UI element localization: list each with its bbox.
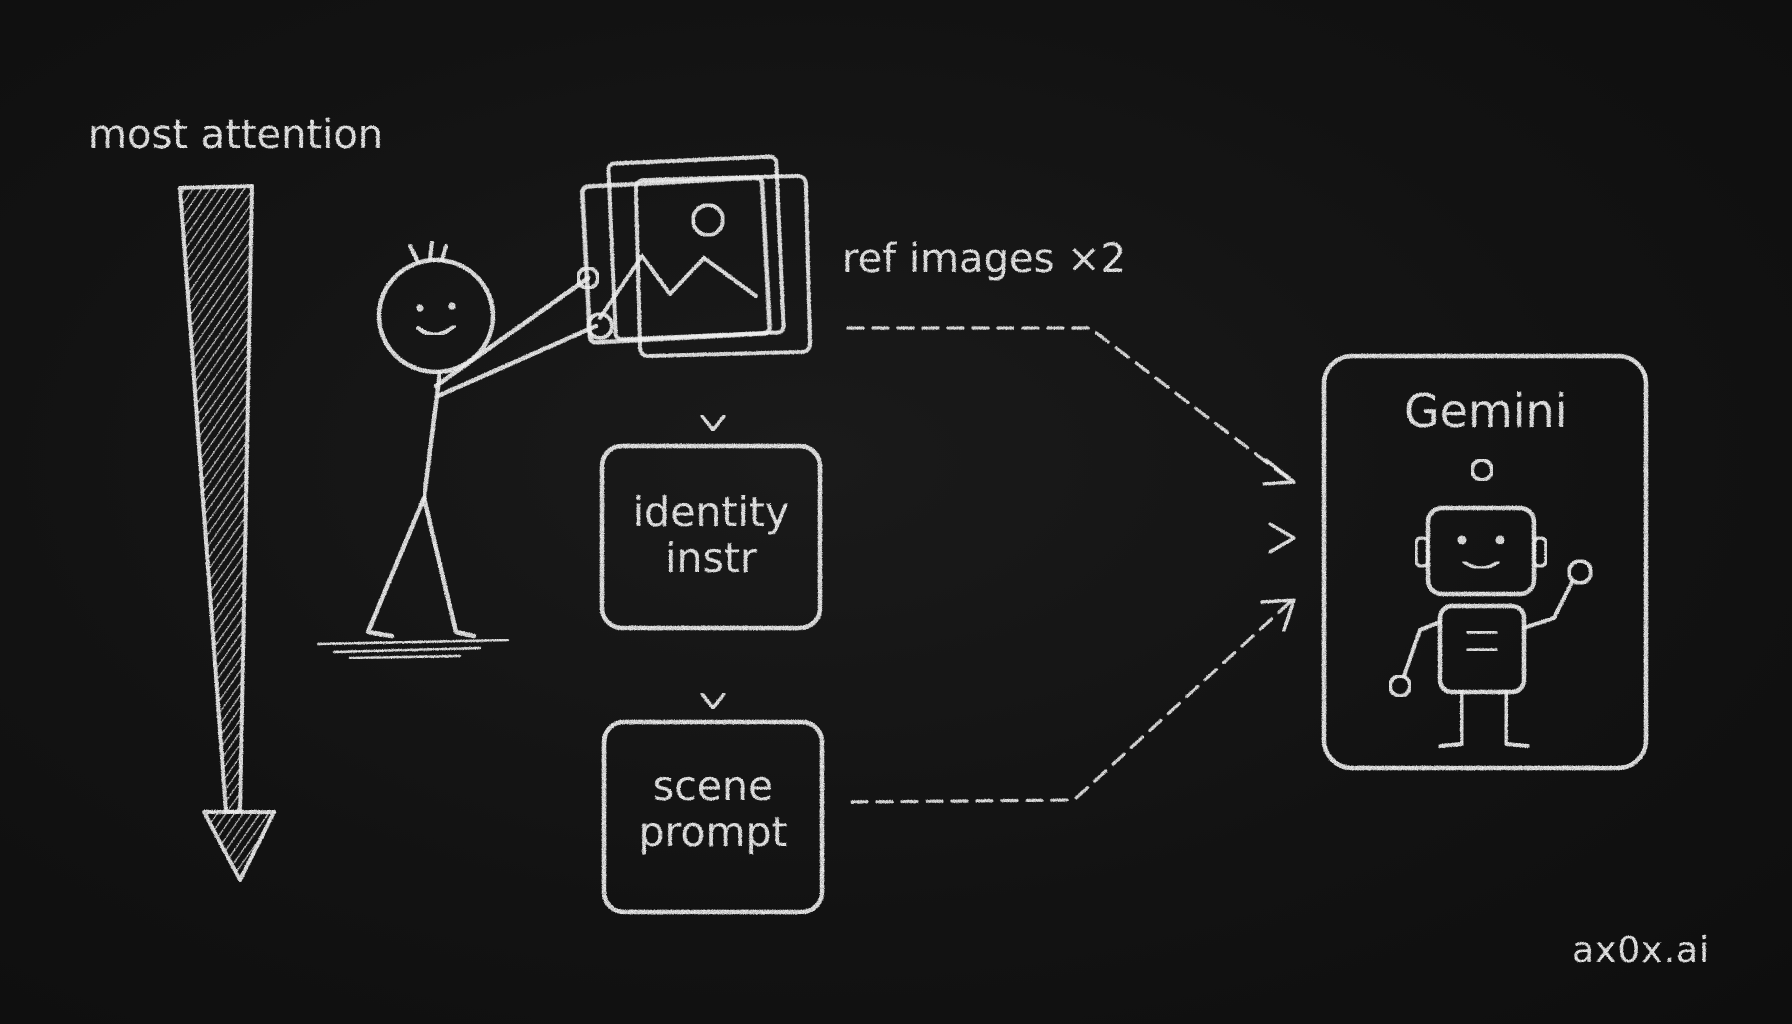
attention-arrow <box>178 184 276 882</box>
scene-prompt-text: scene prompt <box>604 762 822 856</box>
flow-arrow-images-to-identity <box>700 364 726 432</box>
connector-images-to-model <box>846 326 1296 486</box>
flow-arrow-identity-to-scene <box>700 640 726 710</box>
watermark: ax0x.ai <box>1572 930 1711 971</box>
identity-instructions-text: identity instr <box>602 488 820 582</box>
connector-scene-to-model <box>850 598 1296 804</box>
scene-prompt-box <box>601 719 825 915</box>
identity-line-2: instr <box>665 533 757 582</box>
connector-identity-to-model <box>848 522 1296 554</box>
stick-figure <box>316 240 614 660</box>
scene-line-1: scene <box>652 762 774 810</box>
scene-line-2: prompt <box>638 807 788 856</box>
model-box <box>1321 353 1649 771</box>
ref-images-label: ref images ×2 <box>842 236 1127 282</box>
identity-line-1: identity <box>632 488 790 536</box>
image-stack-icon <box>580 154 813 358</box>
identity-instructions-box <box>599 443 823 631</box>
attention-label: most attention <box>88 112 384 158</box>
model-title: Gemini <box>1404 384 1568 438</box>
robot-icon <box>1388 458 1593 748</box>
